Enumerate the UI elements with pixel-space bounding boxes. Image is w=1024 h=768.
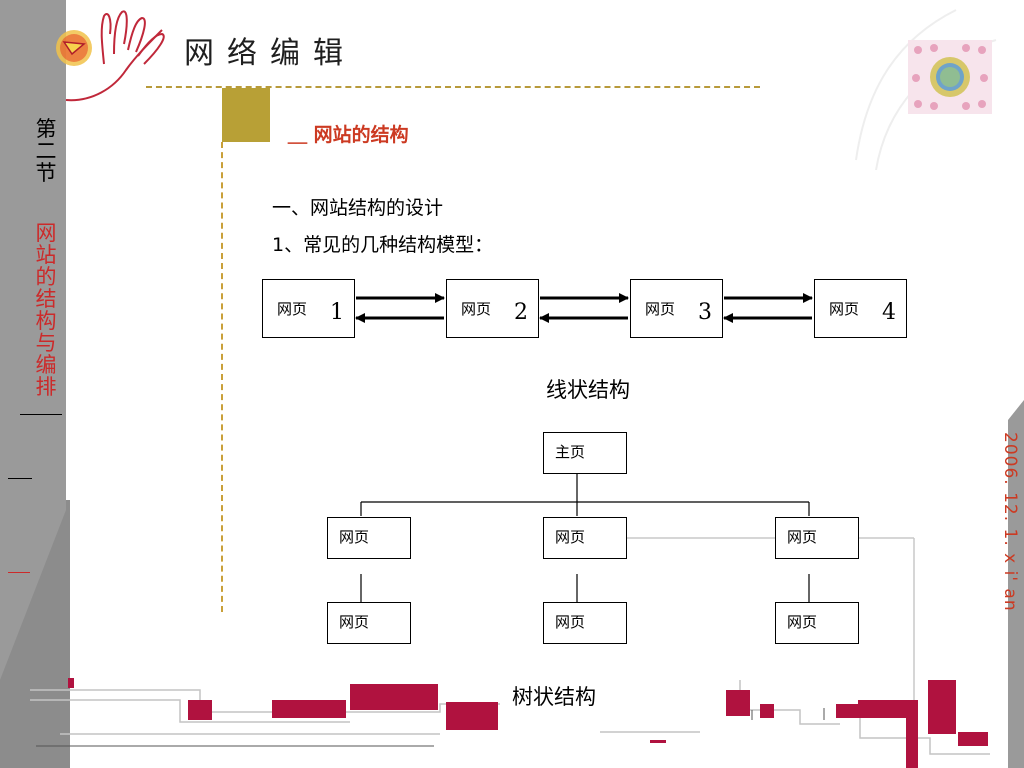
linear-page-2: 网页 2	[446, 279, 539, 338]
content-subheading: 1、常见的几种结构模型：	[272, 234, 494, 256]
section-title: 网站的结构与编排	[35, 221, 57, 399]
tree-connectors	[360, 474, 915, 700]
tree-level1-node: 网页	[543, 517, 627, 559]
section-number: 第二节	[35, 117, 57, 185]
linear-page-label: 网页	[277, 300, 308, 318]
slide-subtitle: ＿ 网站的结构	[288, 124, 409, 146]
tree-node-label: 网页	[787, 528, 818, 546]
date-stamp: 2006. 12. 1. x i' an	[1000, 432, 1020, 612]
gold-accent-block	[222, 88, 270, 142]
tree-root-label: 主页	[555, 443, 586, 461]
header-dashed-rule	[146, 86, 760, 88]
sidebar-dash	[8, 572, 30, 573]
tree-node-label: 网页	[555, 613, 586, 631]
tree-level2-node: 网页	[327, 602, 411, 644]
tree-node-label: 网页	[555, 528, 586, 546]
linear-page-label: 网页	[829, 300, 860, 318]
sidebar-dash	[8, 478, 32, 479]
linear-structure-caption: 线状结构	[546, 378, 630, 402]
tree-structure-caption: 树状结构	[512, 685, 596, 709]
tree-node-label: 网页	[339, 528, 370, 546]
app-title: 网络编辑	[184, 36, 356, 71]
hand-logo-icon	[56, 10, 165, 102]
sidebar-divider	[20, 414, 62, 415]
linear-page-number: 1	[330, 300, 344, 325]
linear-page-number: 4	[882, 300, 896, 325]
right-edge-decoration	[1008, 400, 1024, 768]
linear-page-1: 网页 1	[262, 279, 355, 338]
linear-page-3: 网页 3	[630, 279, 723, 338]
tree-node-label: 网页	[339, 613, 370, 631]
tree-node-label: 网页	[787, 613, 818, 631]
linear-page-number: 2	[514, 300, 528, 325]
globe-decoration-icon	[855, 9, 997, 170]
bottom-circuit-decoration	[30, 678, 990, 768]
linear-page-number: 3	[698, 300, 712, 325]
linear-page-label: 网页	[461, 300, 492, 318]
tree-root-node: 主页	[543, 432, 627, 474]
tree-level1-node: 网页	[775, 517, 859, 559]
tree-level1-node: 网页	[327, 517, 411, 559]
linear-page-label: 网页	[645, 300, 676, 318]
linear-page-4: 网页 4	[814, 279, 907, 338]
tree-level2-node: 网页	[775, 602, 859, 644]
tree-level2-node: 网页	[543, 602, 627, 644]
vertical-dashed-rule	[221, 142, 223, 612]
content-heading: 一、网站结构的设计	[272, 197, 444, 219]
linear-arrows	[355, 293, 813, 323]
sidebar-fold-decoration	[0, 500, 70, 768]
